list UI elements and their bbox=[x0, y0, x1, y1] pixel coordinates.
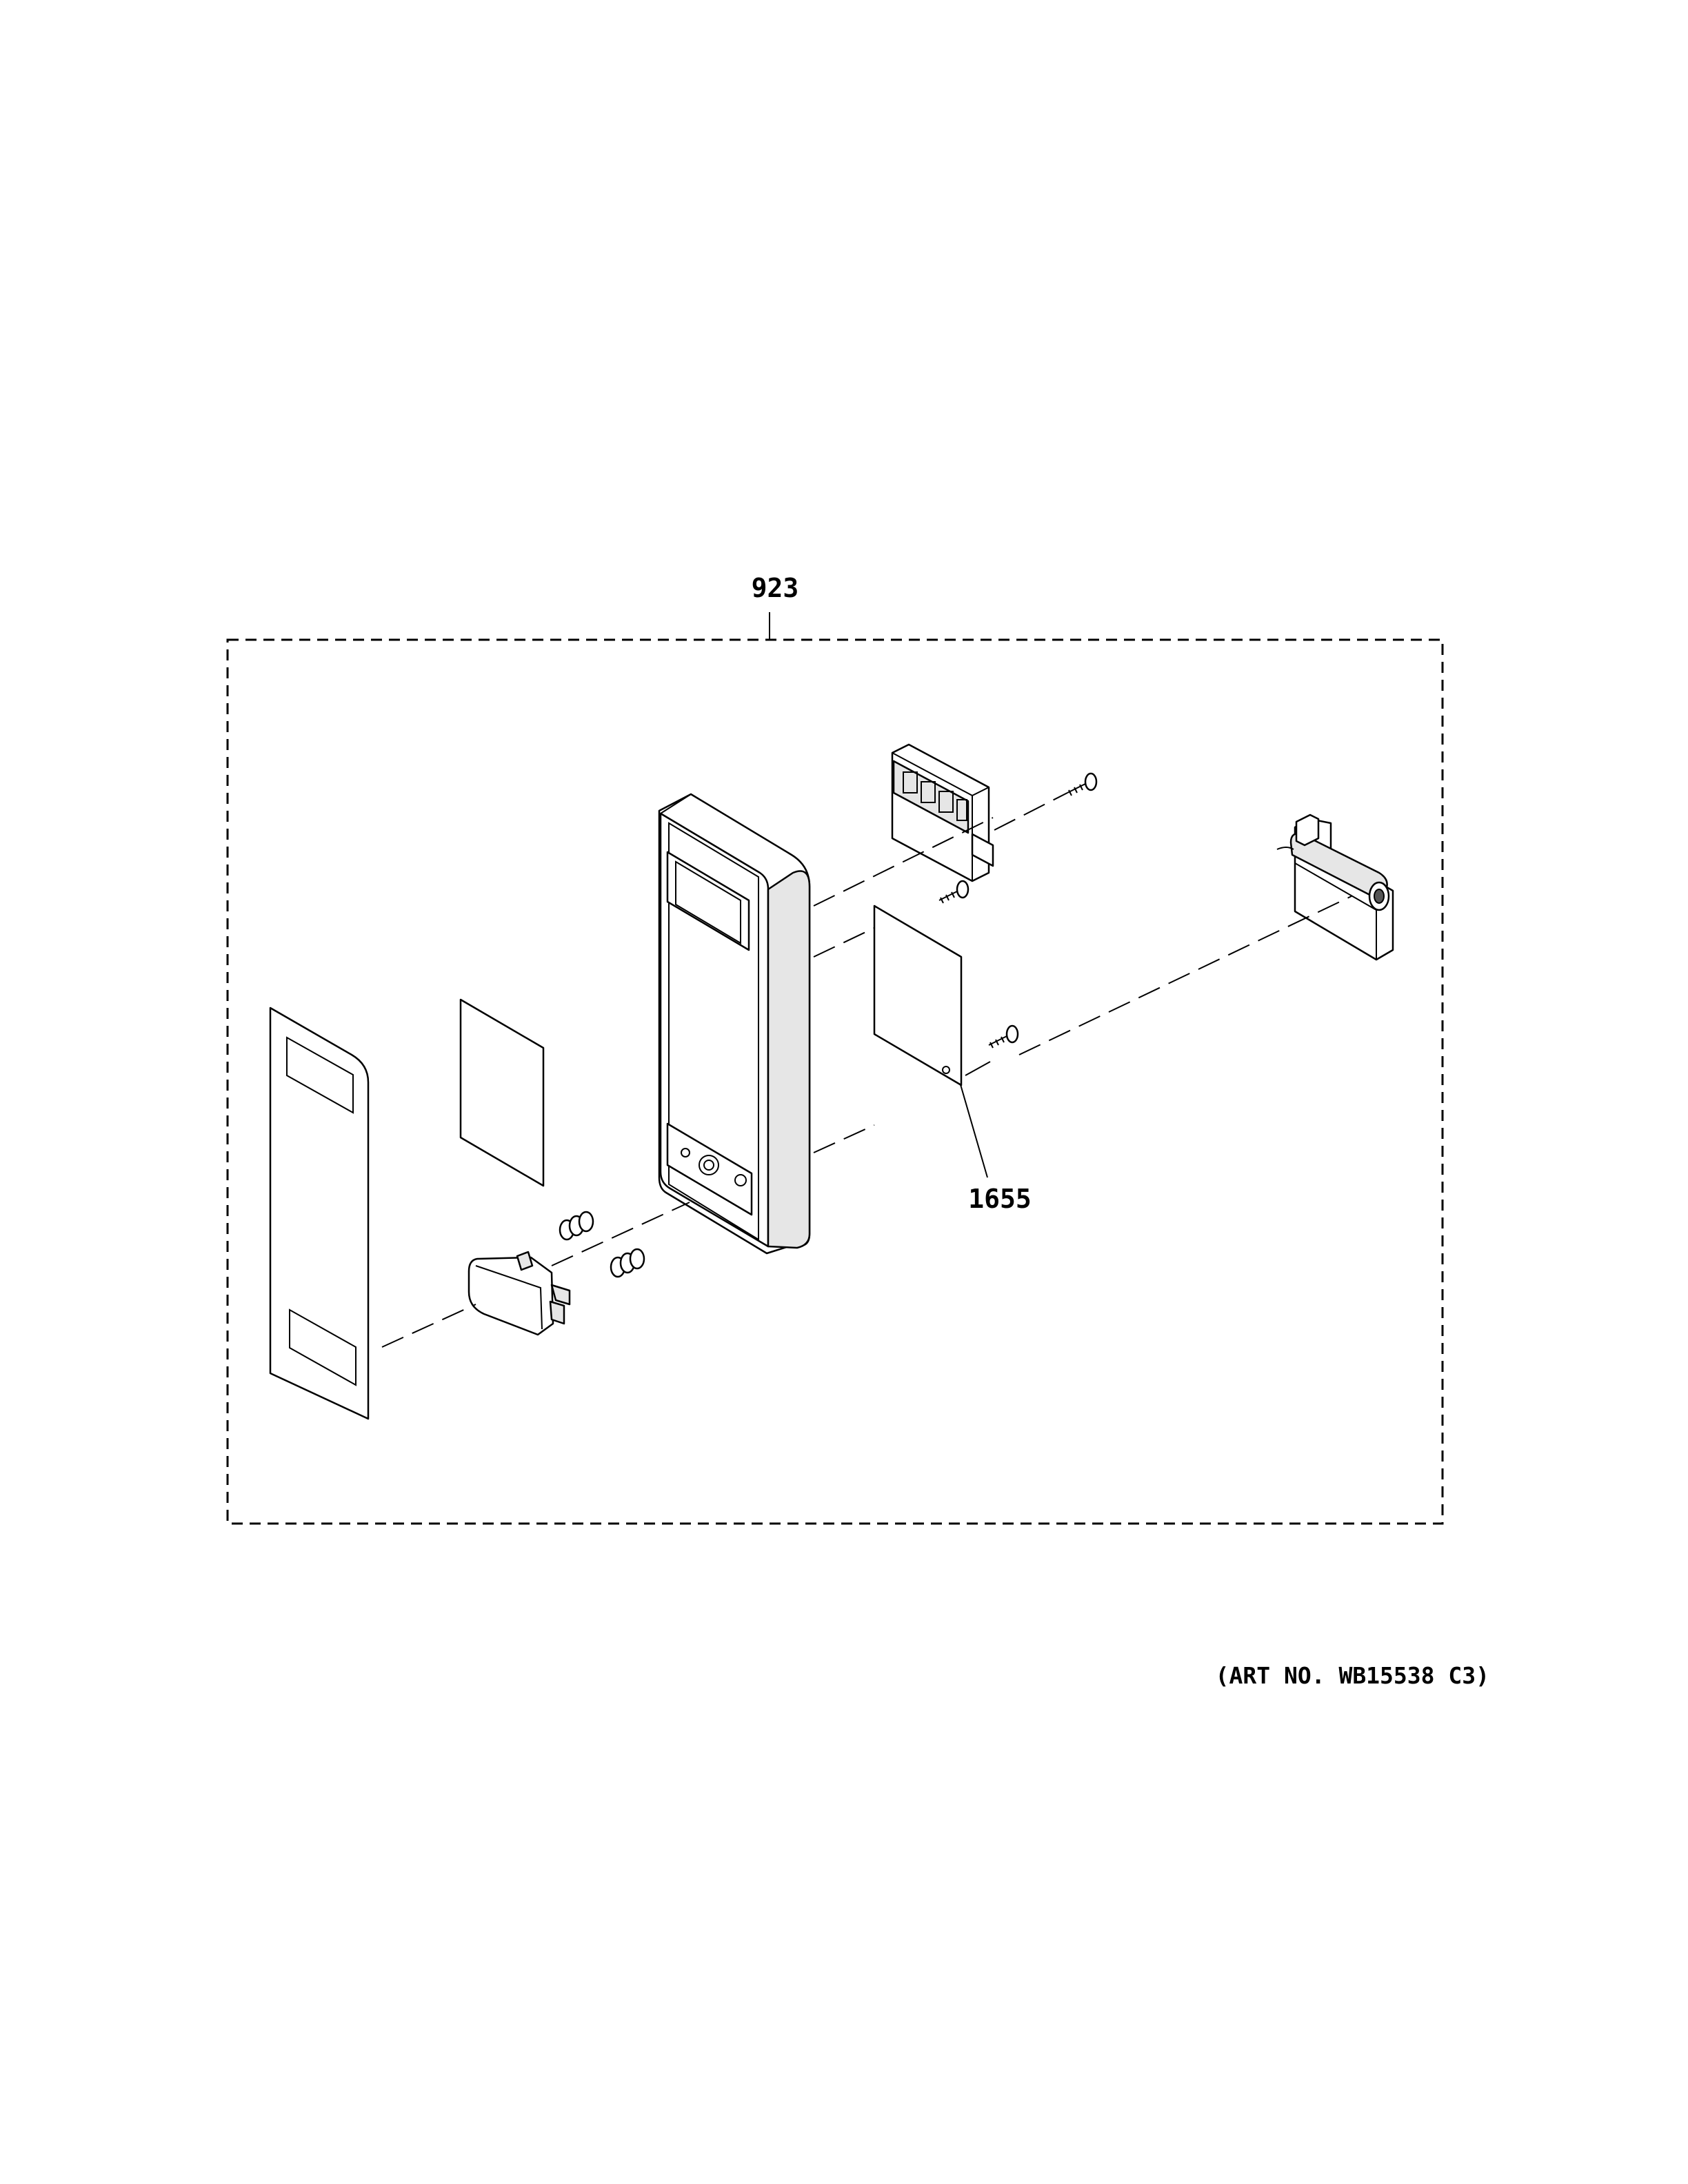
springs-lower bbox=[610, 1248, 645, 1278]
display-module bbox=[891, 743, 994, 882]
control-board bbox=[873, 904, 963, 1086]
leader-frame-to-display bbox=[813, 817, 994, 907]
springs-upper bbox=[559, 1211, 594, 1241]
callout-1655-leader bbox=[959, 1082, 988, 1178]
leader-frame-to-board-top bbox=[813, 927, 875, 958]
art-number: (ART NO. WB15538 C3) bbox=[1216, 1662, 1489, 1689]
front-overlay-film bbox=[269, 1007, 370, 1420]
latch-switch-assembly bbox=[1276, 813, 1394, 961]
leader-button-to-frame bbox=[551, 1202, 690, 1266]
leader-board-to-latch bbox=[1018, 896, 1352, 1055]
leader-display-screw bbox=[994, 792, 1068, 831]
door-release-button bbox=[468, 1251, 571, 1336]
leader-board-screw bbox=[965, 1061, 991, 1076]
leader-frame-to-board-bottom bbox=[813, 1124, 875, 1153]
callout-923: 923 bbox=[752, 573, 799, 603]
control-panel-frame bbox=[658, 793, 811, 1255]
leader-film-to-button bbox=[381, 1304, 476, 1348]
window-sheet bbox=[459, 998, 545, 1187]
assembly-boundary bbox=[226, 638, 1444, 1525]
callout-1655: 1655 bbox=[968, 1184, 1032, 1214]
screw-middle bbox=[938, 880, 969, 904]
screw-upper bbox=[1067, 772, 1098, 796]
screw-lower bbox=[988, 1024, 1019, 1049]
